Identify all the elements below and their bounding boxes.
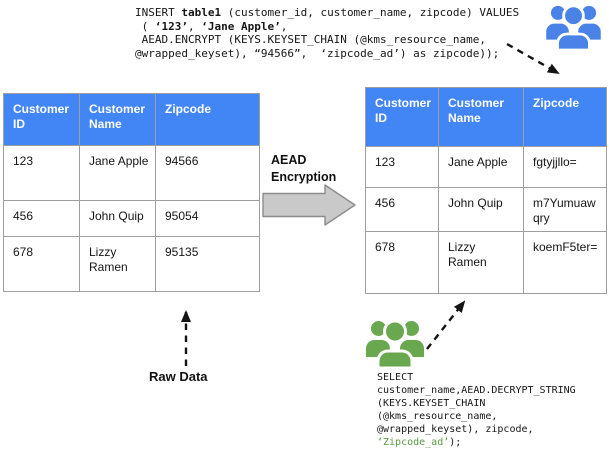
aead-encryption-label: AEAD Encryption <box>271 153 337 184</box>
column-header-customer-name: Customer Name <box>439 88 524 147</box>
table-cell: 123 <box>366 147 439 188</box>
table-cell: John Quip <box>80 201 156 237</box>
column-header-customer-id: Customer ID <box>4 94 80 146</box>
table-cell: 94566 <box>156 146 259 201</box>
column-header-customer-id: Customer ID <box>366 88 439 147</box>
insert-sql-code: INSERT table1 (customer_id, customer_nam… <box>135 6 520 60</box>
encrypted-data-table: Customer ID Customer Name Zipcode 123 Ja… <box>365 87 607 294</box>
users-group-icon-blue <box>546 4 601 50</box>
table-cell: Lizzy Ramen <box>439 232 524 293</box>
column-header-zipcode: Zipcode <box>524 88 606 147</box>
column-header-zipcode: Zipcode <box>156 94 259 146</box>
users-group-icon-green <box>366 319 424 368</box>
table-cell-encrypted: koemF5ter= <box>533 240 598 254</box>
table-cell: 123 <box>4 146 80 201</box>
table-cell: John Quip <box>439 188 524 232</box>
table-cell: Jane Apple <box>80 146 156 201</box>
table-cell: 95135 <box>165 245 199 259</box>
encryption-arrow <box>262 184 356 226</box>
table-cell: Lizzy Ramen <box>80 237 156 291</box>
table-cell-encrypted: fgtyjjllo= <box>524 147 606 188</box>
table-cell: 678 <box>4 237 80 291</box>
table-cell: 456 <box>4 201 80 237</box>
table-cell: 456 <box>366 188 439 232</box>
table-cell: 678 <box>366 232 439 293</box>
raw-data-table: Customer ID Customer Name Zipcode 123 Ja… <box>3 93 260 292</box>
arrow-select-to-table <box>426 300 466 350</box>
table-cell: Jane Apple <box>439 147 524 188</box>
raw-data-label: Raw Data <box>149 369 208 384</box>
table-cell-encrypted: m7Yumuawqry <box>524 188 606 232</box>
table-cell: 95054 <box>156 201 259 237</box>
column-header-customer-name: Customer Name <box>80 94 156 146</box>
